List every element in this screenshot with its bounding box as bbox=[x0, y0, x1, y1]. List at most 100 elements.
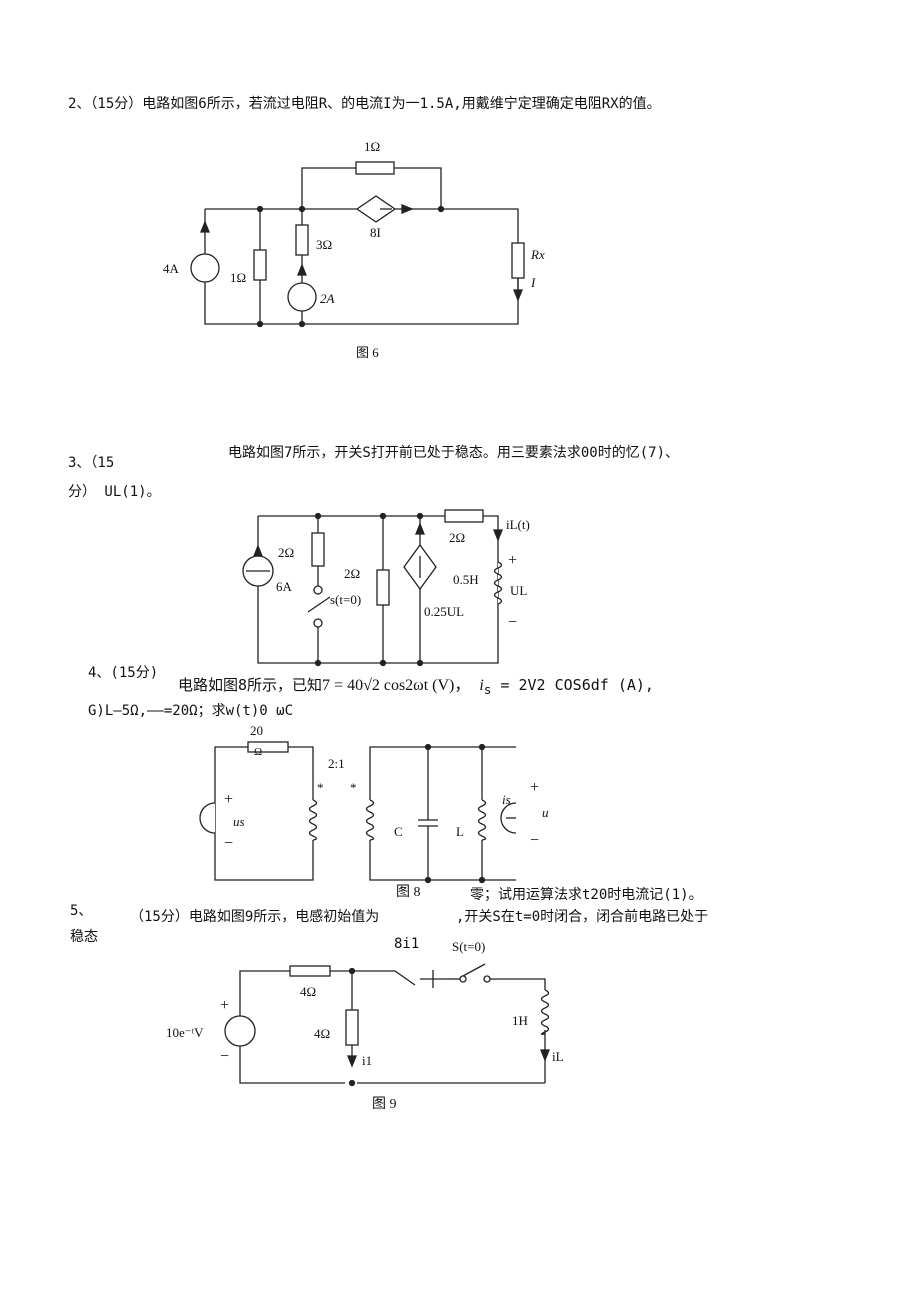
switch-s bbox=[307, 596, 331, 613]
label-ratio: 2:1 bbox=[328, 756, 345, 771]
figure-8-circuit bbox=[199, 741, 517, 884]
label-minus-right: − bbox=[530, 832, 540, 849]
question-3-number: 3、（15 bbox=[68, 455, 115, 471]
question-5-number: 5、 bbox=[70, 903, 93, 919]
resistor-3ohm bbox=[295, 224, 309, 256]
question-4-text-a: 电路如图8所示，已知 bbox=[178, 676, 323, 694]
label-dot-2: * bbox=[350, 780, 357, 795]
arrow-icon bbox=[540, 1049, 550, 1062]
arrow-icon bbox=[200, 220, 210, 233]
label-il: iL bbox=[552, 1049, 564, 1064]
label-ul: UL bbox=[510, 583, 528, 598]
question-2-text: 2、（15分）电路如图6所示，若流过电阻R、的电流I为一1.5A,用戴维宁定理确… bbox=[68, 96, 661, 112]
question-4-number: 4、(15分) bbox=[88, 665, 159, 681]
question-5-tail: 零；试用运算法求t20时电流记(1)。 bbox=[470, 887, 703, 903]
figure-7-circuit bbox=[242, 509, 503, 667]
resistor-1ohm bbox=[253, 249, 267, 281]
label-source: 10e⁻ᵗV bbox=[166, 1025, 204, 1040]
label-r1: 1Ω bbox=[230, 270, 247, 285]
label-il: iL(t) bbox=[506, 517, 530, 532]
arrow-icon bbox=[347, 1055, 357, 1068]
label-r-top: 4Ω bbox=[300, 984, 317, 999]
question-3-text: 电路如图7所示，开关S打开前已处于稳态。用三要素法求00时的忆(7)、 bbox=[228, 445, 679, 461]
label-r-c: 2Ω bbox=[449, 530, 466, 545]
question-5-text: （15分）电路如图9所示，电感初始值为 bbox=[130, 909, 380, 925]
label-2a: 2A bbox=[320, 291, 335, 306]
label-i1: i1 bbox=[362, 1053, 373, 1068]
label-minus-left: − bbox=[224, 835, 234, 852]
arrow-icon bbox=[253, 544, 263, 557]
label-r-b: 2Ω bbox=[344, 566, 361, 581]
resistor-1ohm-top bbox=[355, 161, 395, 175]
resistor-2ohm bbox=[311, 532, 325, 567]
label-plus-right: + bbox=[530, 779, 540, 796]
voltage-source-us bbox=[199, 802, 216, 834]
label-is: is bbox=[502, 792, 511, 807]
label-dep-source: 0.25UL bbox=[424, 604, 465, 619]
label-rx: Rx bbox=[531, 247, 545, 262]
label-us: us bbox=[233, 814, 245, 829]
inductor-05h bbox=[493, 561, 503, 605]
is-symbol: i bbox=[479, 677, 484, 694]
arrow-icon bbox=[513, 289, 523, 302]
label-inductor: 0.5H bbox=[453, 572, 479, 587]
question-4-line2: G)L—5Ω,——=20Ω；求w(t)0 ωC bbox=[88, 703, 294, 719]
voltage-source-10e-t bbox=[224, 1015, 256, 1047]
label-u: u bbox=[542, 805, 549, 820]
label-l: L bbox=[456, 824, 464, 839]
switch-s bbox=[462, 963, 486, 977]
label-plus-left: + bbox=[224, 791, 234, 808]
resistor-2ohm-top bbox=[444, 509, 484, 523]
figure-9-caption: 图 9 bbox=[372, 1097, 397, 1112]
arrow-icon bbox=[415, 522, 425, 535]
current-source-4a bbox=[190, 253, 220, 283]
question-5-line2: 稳态 bbox=[70, 929, 98, 945]
figure-9-circuit bbox=[224, 963, 550, 1087]
label-dep-source: 8I bbox=[370, 225, 381, 240]
transformer-secondary bbox=[365, 799, 375, 841]
label-switch: s(t=0) bbox=[330, 592, 362, 607]
arrow-icon bbox=[493, 529, 503, 542]
resistor-rx bbox=[511, 242, 525, 279]
arrow-icon bbox=[401, 204, 414, 214]
label-6a: 6A bbox=[276, 579, 292, 594]
label-switch: S(t=0) bbox=[452, 939, 486, 954]
figure-8-caption: 图 8 bbox=[396, 885, 421, 900]
transformer-primary bbox=[308, 799, 318, 841]
resistor-4ohm-top bbox=[289, 965, 331, 977]
label-minus: − bbox=[508, 614, 518, 631]
resistor-20ohm bbox=[247, 741, 289, 753]
figure-6-circuit bbox=[190, 161, 525, 328]
label-4a: 4A bbox=[163, 261, 179, 276]
question-4-text: 电路如图8所示，已知7 = 40√2 cos2ωt (V)， is = 2V2 … bbox=[178, 678, 654, 697]
figure-6-caption: 图 6 bbox=[356, 345, 379, 360]
label-r-value: 20 bbox=[250, 723, 263, 738]
current-source-is bbox=[500, 802, 517, 834]
question-3-text-2: 分） UL(1)。 bbox=[68, 484, 161, 500]
label-dep-8i1: 8i1 bbox=[394, 936, 420, 952]
label-r-unit: Ω bbox=[254, 746, 263, 758]
question-5-text-2: ,开关S在t=0时闭合，闭合前电路已处于 bbox=[456, 909, 709, 925]
is-subscript: s bbox=[483, 682, 492, 697]
inductor-l bbox=[477, 799, 487, 841]
resistor-4ohm bbox=[345, 1009, 359, 1046]
resistor-2ohm-b bbox=[376, 569, 390, 606]
label-r-top: 1Ω bbox=[364, 139, 381, 154]
current-source-2a bbox=[287, 282, 317, 312]
arrow-icon bbox=[297, 263, 307, 276]
label-inductor: 1H bbox=[512, 1013, 528, 1028]
label-r-a: 2Ω bbox=[278, 545, 295, 560]
dependent-source-8i bbox=[355, 195, 397, 223]
formula-us: 7 = 40√2 cos2ωt (V)， bbox=[322, 677, 471, 694]
inductor-1h bbox=[540, 989, 550, 1035]
label-c: C bbox=[394, 824, 403, 839]
label-i: I bbox=[531, 275, 536, 290]
label-minus: − bbox=[220, 1048, 230, 1065]
label-plus: + bbox=[508, 552, 518, 569]
label-plus: + bbox=[220, 997, 230, 1014]
label-dot-1: * bbox=[317, 780, 324, 795]
label-r3: 3Ω bbox=[316, 237, 333, 252]
label-r-v: 4Ω bbox=[314, 1026, 331, 1041]
question-4-text-c: = 2V2 COS6df (A), bbox=[491, 676, 654, 694]
